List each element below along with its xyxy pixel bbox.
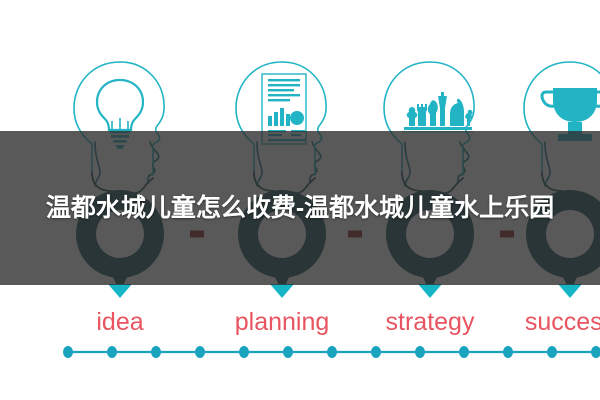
- bottom-timeline: [63, 346, 600, 358]
- timeline-dots: [63, 346, 600, 358]
- page-title: 温都水城儿童怎么收费-温都水城儿童水上乐园: [45, 194, 555, 222]
- step-label-planning: planning: [235, 308, 330, 336]
- title-overlay-band: [0, 131, 600, 285]
- title-overlay-container: 温都水城儿童怎么收费-温都水城儿童水上乐园: [0, 131, 600, 285]
- step-labels: idea planning strategy success: [96, 308, 600, 336]
- pin-tips: [108, 284, 582, 298]
- step-label-idea: idea: [96, 308, 143, 336]
- step-label-success: success: [525, 308, 600, 336]
- step-label-strategy: strategy: [386, 308, 475, 336]
